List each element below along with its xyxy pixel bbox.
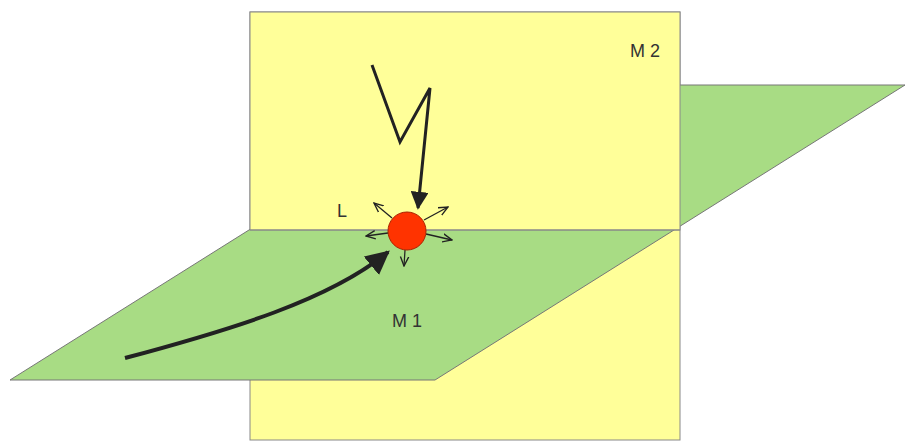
emission-arrows: [366, 203, 452, 266]
plane-label: M 1: [392, 312, 422, 330]
event-dot: [388, 212, 426, 250]
plane-m2-upper: [250, 12, 680, 230]
lightning-arrow: [372, 65, 430, 208]
emission-label: L: [337, 202, 347, 220]
path-arrow: [125, 252, 388, 358]
intersection-line: [250, 230, 680, 231]
plane-label: M 2: [630, 42, 660, 60]
